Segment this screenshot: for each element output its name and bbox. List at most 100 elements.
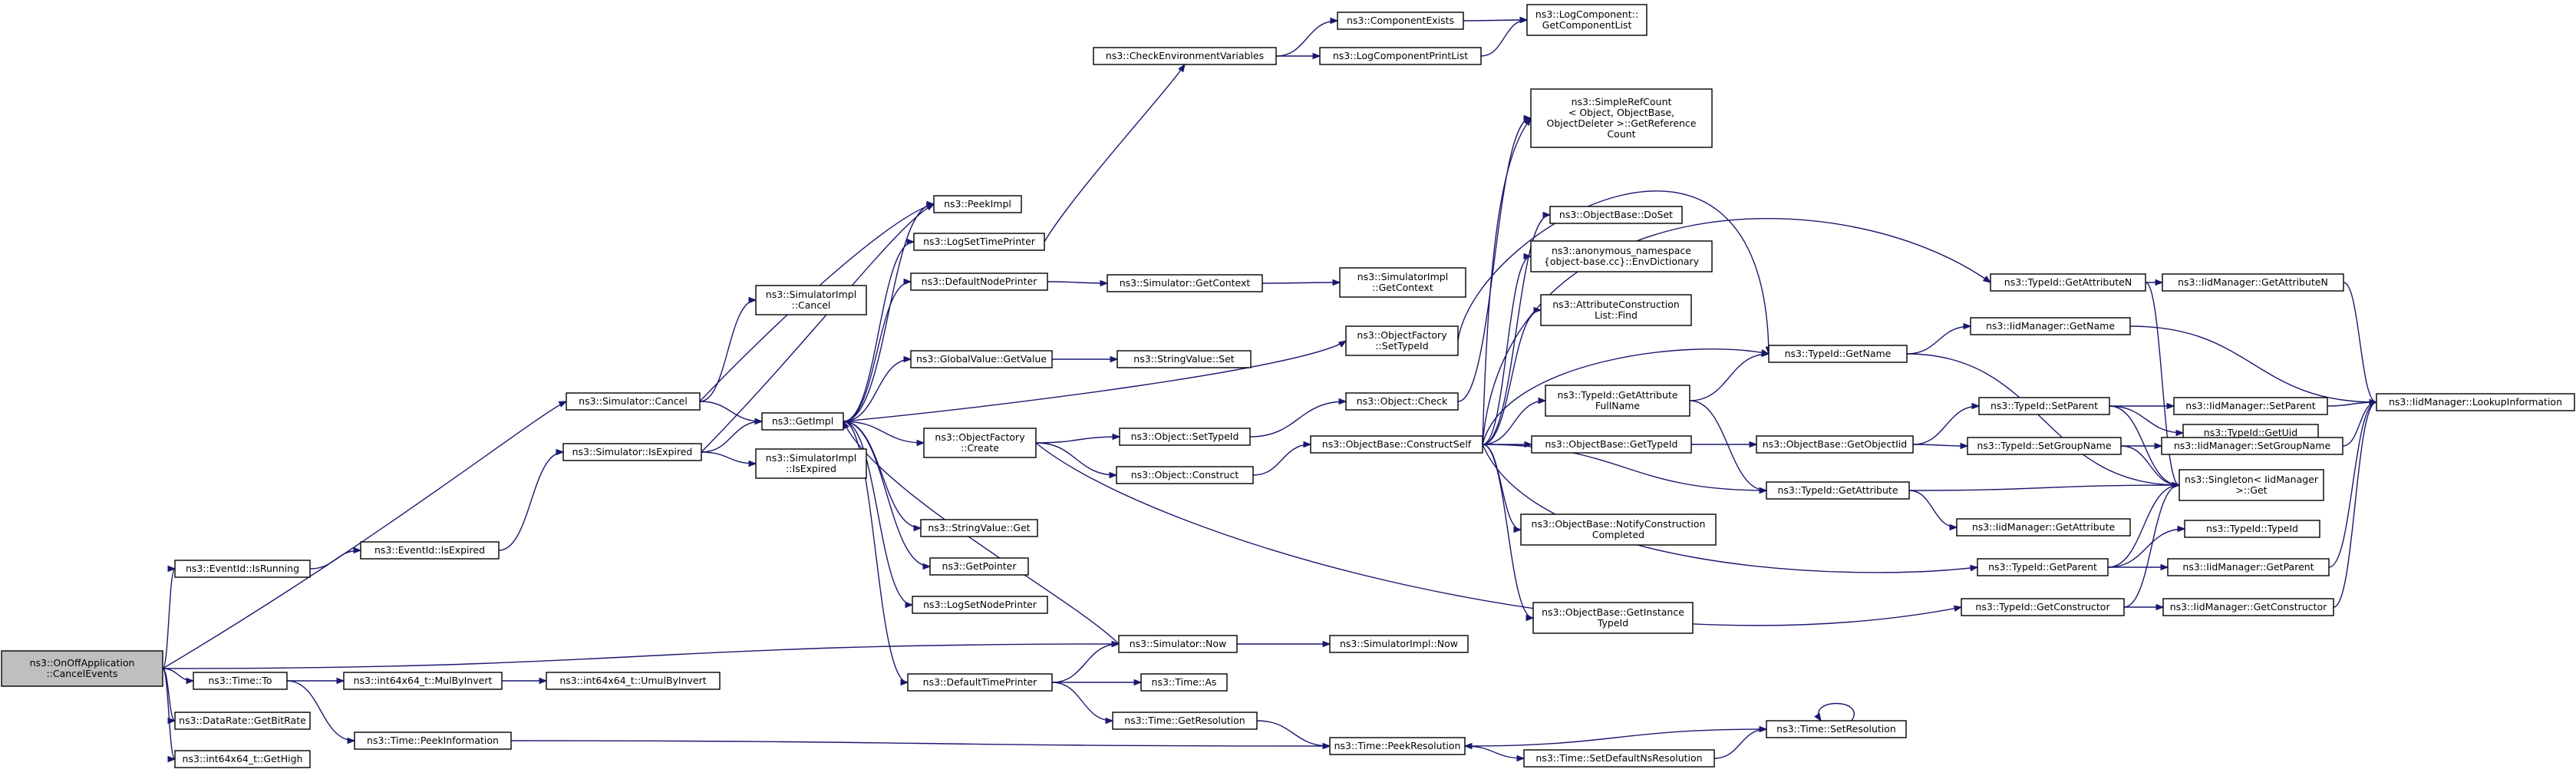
arrowhead-icon [1963, 322, 1972, 330]
arrowhead-icon [1538, 397, 1547, 405]
arrowhead-icon [2155, 603, 2165, 611]
node-objbase-constructself[interactable]: ns3::ObjectBase::ConstructSelf [1310, 435, 1483, 454]
node-stringvalue-get[interactable]: ns3::StringValue::Get [920, 519, 1038, 537]
node-box [174, 560, 311, 578]
node-defaultnodeprinter[interactable]: ns3::DefaultNodePrinter [910, 272, 1048, 291]
node-box [1310, 435, 1483, 454]
call-edge-sim_getcontext-to-simimpl_getcontext [1262, 282, 1341, 284]
node-object-construct[interactable]: ns3::Object::Construct [1116, 466, 1254, 484]
node-sim-cancel[interactable]: ns3::Simulator::Cancel [566, 392, 701, 411]
node-typeid-setparent[interactable]: ns3::TypeId::SetParent [1978, 397, 2110, 415]
node-simimpl-getcontext[interactable]: ns3::SimulatorImpl::GetContext [1339, 267, 1466, 298]
call-edge-typeid_getattributen-to-singleton_get [2145, 282, 2180, 486]
node-objbase-notify[interactable]: ns3::ObjectBase::NotifyConstructionCompl… [1520, 513, 1717, 546]
node-checkenv[interactable]: ns3::CheckEnvironmentVariables [1093, 47, 1277, 65]
call-edge-objbase_constructself-to-typeid_getname [1482, 348, 1770, 445]
node-peekimpl[interactable]: ns3::PeekImpl [933, 195, 1022, 213]
node-componentexists[interactable]: ns3::ComponentExists [1337, 12, 1464, 30]
node-objbase-getobjectiid[interactable]: ns3::ObjectBase::GetObjectIid [1756, 435, 1914, 454]
node-box [2179, 469, 2324, 501]
node-time-getresolution[interactable]: ns3::Time::GetResolution [1112, 712, 1258, 730]
node-simimpl-now[interactable]: ns3::SimulatorImpl::Now [1329, 635, 1469, 653]
call-edge-objbase_constructself-to-objbase_doset [1482, 214, 1551, 445]
node-iid-getparent[interactable]: ns3::IidManager::GetParent [2167, 558, 2330, 576]
call-edge-eventid_isexpired-to-sim_isexpired [498, 451, 564, 551]
node-logcomp-getlist[interactable]: ns3::LogComponent::GetComponentList [1526, 4, 1648, 36]
node-simimpl-cancel[interactable]: ns3::SimulatorImpl::Cancel [755, 285, 867, 315]
node-box [1112, 712, 1258, 730]
node-sim-getcontext[interactable]: ns3::Simulator::GetContext [1107, 274, 1263, 292]
node-int64-gethigh[interactable]: ns3::int64x64_t::GetHigh [174, 750, 311, 768]
arrowhead-icon [1330, 17, 1339, 25]
node-iid-getattributen[interactable]: ns3::IidManager::GetAttributeN [2162, 273, 2344, 292]
node-logsettimeprinter[interactable]: ns3::LogSetTimePrinter [913, 233, 1045, 251]
node-box [1977, 558, 2109, 576]
node-typeid-getconstructor[interactable]: ns3::TypeId::GetConstructor [1961, 598, 2125, 616]
node-label: Completed [1592, 529, 1644, 540]
node-getimpl[interactable]: ns3::GetImpl [761, 412, 844, 431]
node-typeid-getname[interactable]: ns3::TypeId::GetName [1768, 345, 1908, 363]
node-label: ns3::Object::Construct [1131, 469, 1239, 480]
node-time-as[interactable]: ns3::Time::As [1140, 673, 1228, 692]
node-getpointer[interactable]: ns3::GetPointer [929, 557, 1029, 576]
node-sim-isexpired[interactable]: ns3::Simulator::IsExpired [562, 443, 702, 461]
node-stringvalue-set[interactable]: ns3::StringValue::Set [1116, 350, 1252, 368]
node-object-check[interactable]: ns3::Object::Check [1345, 392, 1459, 411]
node-iid-getname[interactable]: ns3::IidManager::GetName [1970, 317, 2131, 335]
node-time-peekresolution[interactable]: ns3::Time::PeekResolution [1329, 737, 1466, 755]
node-simplerefcount[interactable]: ns3::SimpleRefCount< Object, ObjectBase,… [1530, 88, 1713, 148]
node-label: ns3::GetImpl [772, 415, 833, 427]
node-objbase-gettypeid[interactable]: ns3::ObjectBase::GetTypeId [1531, 435, 1692, 454]
node-iid-getconstructor[interactable]: ns3::IidManager::GetConstructor [2162, 598, 2334, 616]
node-typeid-typeid[interactable]: ns3::TypeId::TypeId [2184, 520, 2320, 538]
node-label: ns3::IidManager::GetConstructor [2170, 601, 2327, 613]
node-label: ns3::Simulator::IsExpired [572, 446, 693, 457]
node-simimpl-isexpired[interactable]: ns3::SimulatorImpl::IsExpired [755, 448, 867, 479]
node-root[interactable]: ns3::OnOffApplication::CancelEvents [1, 650, 163, 687]
node-logsetnodeprinter[interactable]: ns3::LogSetNodePrinter [912, 596, 1048, 614]
node-label: ::GetContext [1372, 282, 1433, 293]
node-box [1956, 518, 2131, 537]
node-label: ns3::Simulator::GetContext [1120, 277, 1251, 289]
node-anon-envdict[interactable]: ns3::anonymous_namespace{object-base.cc}… [1530, 240, 1713, 272]
node-time-setresolution[interactable]: ns3::Time::SetResolution [1766, 720, 1907, 738]
node-objbase-doset[interactable]: ns3::ObjectBase::DoSet [1549, 206, 1683, 224]
node-time-to[interactable]: ns3::Time::To [193, 672, 288, 690]
node-eventid-isexpired[interactable]: ns3::EventId::IsExpired [360, 541, 500, 560]
node-time-setdefaultns[interactable]: ns3::Time::SetDefaultNsResolution [1523, 749, 1715, 768]
node-iid-lookupinfo[interactable]: ns3::IidManager::LookupInformation [2376, 393, 2575, 411]
node-logcomponentprintlist[interactable]: ns3::LogComponentPrintList [1319, 47, 1482, 65]
node-box [755, 448, 867, 479]
arrowhead-icon [2177, 525, 2186, 533]
node-iid-setgroupname[interactable]: ns3::IidManager::SetGroupName [2161, 437, 2343, 455]
node-sim-now[interactable]: ns3::Simulator::Now [1118, 635, 1238, 653]
node-box [2162, 598, 2334, 616]
node-box [2167, 558, 2330, 576]
arrowhead-icon [1523, 117, 1532, 127]
node-int64-umulbyinvert[interactable]: ns3::int64x64_t::UmulByInvert [546, 672, 721, 690]
node-eventid-isrunning[interactable]: ns3::EventId::IsRunning [174, 560, 311, 578]
node-datarate-getbitrate[interactable]: ns3::DataRate::GetBitRate [174, 712, 311, 730]
node-box [566, 392, 701, 411]
node-iid-setparent[interactable]: ns3::IidManager::SetParent [2173, 397, 2328, 415]
call-edge-typeid_getattrfullname-to-typeid_getattribute [1689, 400, 1767, 491]
node-time-peekinfo[interactable]: ns3::Time::PeekInformation [354, 731, 512, 750]
arrowhead-icon [903, 355, 912, 363]
node-object-settypeid[interactable]: ns3::Object::SetTypeId [1119, 428, 1251, 446]
node-typeid-getattributen[interactable]: ns3::TypeId::GetAttributeN [1990, 273, 2146, 292]
node-box [910, 350, 1053, 368]
node-typeid-setgroupname[interactable]: ns3::TypeId::SetGroupName [1967, 437, 2122, 455]
arrowhead-icon [1761, 350, 1770, 358]
node-objfactory-create[interactable]: ns3::ObjectFactory::Create [923, 428, 1037, 458]
node-objfactory-settypeid[interactable]: ns3::ObjectFactory::SetTypeId [1345, 325, 1459, 356]
node-int64-mulbyinvert[interactable]: ns3::int64x64_t::MulByInvert [343, 672, 503, 690]
node-typeid-getattribute[interactable]: ns3::TypeId::GetAttribute [1766, 481, 1910, 500]
node-typeid-getparent[interactable]: ns3::TypeId::GetParent [1977, 558, 2109, 576]
node-defaulttimeprinter[interactable]: ns3::DefaultTimePrinter [907, 673, 1053, 692]
node-singleton-get[interactable]: ns3::Singleton< IidManager>::Get [2179, 469, 2324, 501]
node-iid-getattribute[interactable]: ns3::IidManager::GetAttribute [1956, 518, 2131, 537]
node-globalvalue-getvalue[interactable]: ns3::GlobalValue::GetValue [910, 350, 1053, 368]
